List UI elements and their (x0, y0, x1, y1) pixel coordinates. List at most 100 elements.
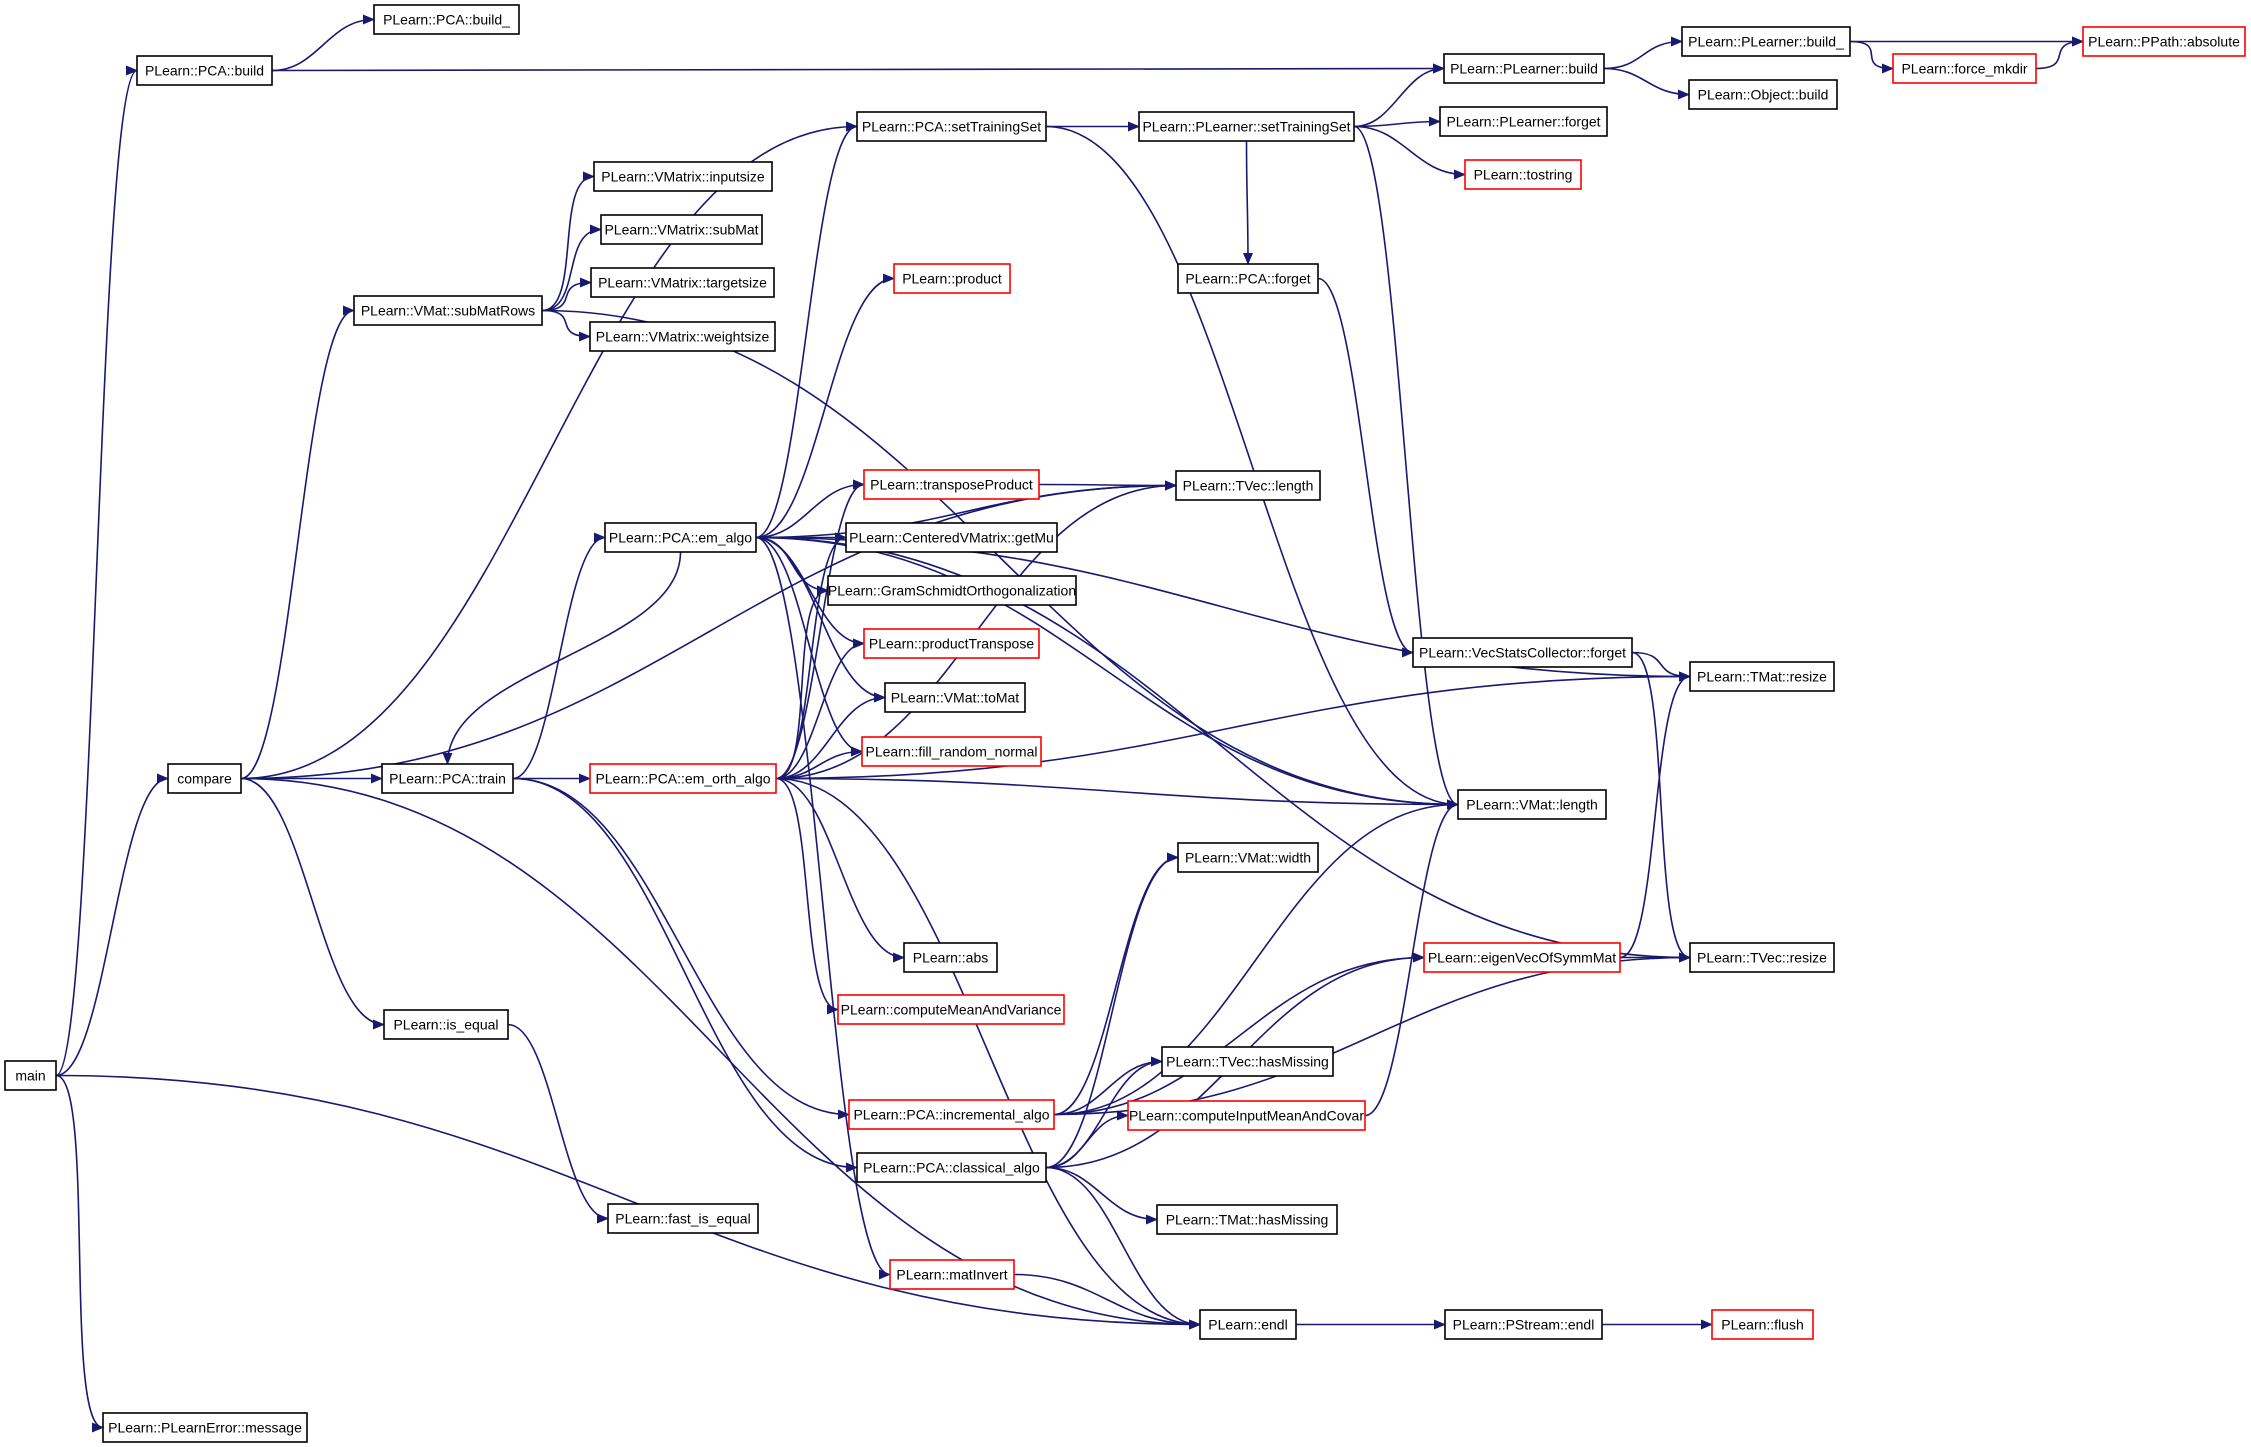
node-vmatrix-submat[interactable]: PLearn::VMatrix::subMat (600, 214, 763, 245)
node-box[interactable] (863, 628, 1040, 659)
node-box[interactable] (353, 295, 543, 326)
node-box[interactable] (884, 682, 1026, 713)
node-box[interactable] (381, 763, 514, 794)
node-box[interactable] (861, 736, 1042, 767)
node-vmatrix-inputsize[interactable]: PLearn::VMatrix::inputsize (593, 161, 773, 192)
node-box[interactable] (589, 321, 776, 352)
node-box[interactable] (1892, 53, 2037, 84)
node-transposeproduct[interactable]: PLearn::transposeProduct (863, 469, 1040, 500)
node-box[interactable] (1175, 470, 1321, 501)
node-tvec-resize[interactable]: PLearn::TVec::resize (1689, 942, 1835, 973)
node-pca-settrainingset[interactable]: PLearn::PCA::setTrainingSet (856, 111, 1047, 142)
node-vmatrix-weightsize[interactable]: PLearn::VMatrix::weightsize (589, 321, 776, 352)
node-box[interactable] (1688, 79, 1838, 110)
node-centeredvmatrix-getmu[interactable]: PLearn::CenteredVMatrix::getMu (845, 522, 1058, 553)
node-abs[interactable]: PLearn::abs (903, 942, 998, 973)
node-main[interactable]: main (4, 1060, 57, 1091)
node-box[interactable] (863, 469, 1040, 500)
node-producttranspose[interactable]: PLearn::productTranspose (863, 628, 1040, 659)
node-tmat-hasmissing[interactable]: PLearn::TMat::hasMissing (1156, 1204, 1338, 1235)
node-vecstatscollector-forget[interactable]: PLearn::VecStatsCollector::forget (1412, 637, 1633, 668)
node-box[interactable] (1423, 942, 1621, 973)
node-is-equal[interactable]: PLearn::is_equal (383, 1009, 509, 1040)
node-compare[interactable]: compare (167, 763, 242, 794)
node-box[interactable] (2082, 26, 2246, 57)
node-box[interactable] (1127, 1100, 1366, 1131)
node-box[interactable] (856, 1152, 1047, 1183)
node-plearnerror-message[interactable]: PLearn::PLearnError::message (102, 1412, 308, 1443)
node-eigenvecofsymmmat[interactable]: PLearn::eigenVecOfSymmMat (1423, 942, 1621, 973)
node-vmat-submatrows[interactable]: PLearn::VMat::subMatRows (353, 295, 543, 326)
node-plearner-build-[interactable]: PLearn::PLearner::build_ (1681, 26, 1851, 57)
node-pca-classical-algo[interactable]: PLearn::PCA::classical_algo (856, 1152, 1047, 1183)
node-box[interactable] (590, 267, 775, 298)
node-box[interactable] (837, 994, 1065, 1025)
node-tostring[interactable]: PLearn::tostring (1464, 159, 1582, 190)
node-pca-forget[interactable]: PLearn::PCA::forget (1177, 263, 1319, 294)
node-box[interactable] (1689, 942, 1835, 973)
node-force-mkdir[interactable]: PLearn::force_mkdir (1892, 53, 2037, 84)
node-pstream-endl[interactable]: PLearn::PStream::endl (1444, 1309, 1603, 1340)
node-vmatrix-targetsize[interactable]: PLearn::VMatrix::targetsize (590, 267, 775, 298)
node-tmat-resize[interactable]: PLearn::TMat::resize (1689, 661, 1835, 692)
node-box[interactable] (589, 763, 777, 794)
node-box[interactable] (1199, 1309, 1297, 1340)
node-computemeanandvariance[interactable]: PLearn::computeMeanAndVariance (837, 994, 1065, 1025)
node-fast-is-equal[interactable]: PLearn::fast_is_equal (607, 1203, 759, 1234)
node-gramschmidt[interactable]: PLearn::GramSchmidtOrthogonalization (827, 575, 1077, 606)
node-pca-em-algo[interactable]: PLearn::PCA::em_algo (604, 522, 757, 553)
node-box[interactable] (1681, 26, 1851, 57)
node-pca-build-[interactable]: PLearn::PCA::build_ (373, 4, 520, 35)
node-box[interactable] (903, 942, 998, 973)
node-box[interactable] (136, 55, 273, 86)
node-matinvert[interactable]: PLearn::matInvert (889, 1259, 1015, 1290)
node-box[interactable] (600, 214, 763, 245)
node-pca-em-orth-algo[interactable]: PLearn::PCA::em_orth_algo (589, 763, 777, 794)
node-box[interactable] (1156, 1204, 1338, 1235)
node-box[interactable] (1464, 159, 1582, 190)
node-tvec-hasmissing[interactable]: PLearn::TVec::hasMissing (1161, 1046, 1334, 1077)
node-box[interactable] (607, 1203, 759, 1234)
node-box[interactable] (1711, 1309, 1814, 1340)
node-plearner-settrainingset[interactable]: PLearn::PLearner::setTrainingSet (1138, 111, 1355, 142)
node-vmat-tomat[interactable]: PLearn::VMat::toMat (884, 682, 1026, 713)
node-box[interactable] (593, 161, 773, 192)
node-object-build[interactable]: PLearn::Object::build (1688, 79, 1838, 110)
node-box[interactable] (1177, 842, 1319, 873)
node-box[interactable] (845, 522, 1058, 553)
node-box[interactable] (383, 1009, 509, 1040)
node-box[interactable] (1161, 1046, 1334, 1077)
node-flush[interactable]: PLearn::flush (1711, 1309, 1814, 1340)
node-box[interactable] (167, 763, 242, 794)
node-box[interactable] (1689, 661, 1835, 692)
node-box[interactable] (1412, 637, 1633, 668)
node-box[interactable] (856, 111, 1047, 142)
node-box[interactable] (1444, 1309, 1603, 1340)
node-plearner-forget[interactable]: PLearn::PLearner::forget (1439, 106, 1608, 137)
node-vmat-length[interactable]: PLearn::VMat::length (1457, 789, 1607, 820)
node-box[interactable] (102, 1412, 308, 1443)
node-tvec-length[interactable]: PLearn::TVec::length (1175, 470, 1321, 501)
node-endl[interactable]: PLearn::endl (1199, 1309, 1297, 1340)
node-box[interactable] (893, 263, 1011, 294)
node-plearner-build[interactable]: PLearn::PLearner::build (1443, 53, 1605, 84)
node-box[interactable] (1443, 53, 1605, 84)
node-box[interactable] (1138, 111, 1355, 142)
node-pca-build[interactable]: PLearn::PCA::build (136, 55, 273, 86)
node-computeinputmeanandcovar[interactable]: PLearn::computeInputMeanAndCovar (1127, 1100, 1366, 1131)
node-pca-incremental-algo[interactable]: PLearn::PCA::incremental_algo (848, 1099, 1055, 1130)
node-product[interactable]: PLearn::product (893, 263, 1011, 294)
node-box[interactable] (1177, 263, 1319, 294)
node-box[interactable] (1457, 789, 1607, 820)
node-box[interactable] (1439, 106, 1608, 137)
node-fill-random-normal[interactable]: PLearn::fill_random_normal (861, 736, 1042, 767)
node-box[interactable] (604, 522, 757, 553)
node-box[interactable] (373, 4, 520, 35)
node-vmat-width[interactable]: PLearn::VMat::width (1177, 842, 1319, 873)
node-box[interactable] (827, 575, 1077, 606)
node-box[interactable] (848, 1099, 1055, 1130)
node-box[interactable] (4, 1060, 57, 1091)
node-box[interactable] (889, 1259, 1015, 1290)
node-ppath-absolute[interactable]: PLearn::PPath::absolute (2082, 26, 2246, 57)
node-pca-train[interactable]: PLearn::PCA::train (381, 763, 514, 794)
